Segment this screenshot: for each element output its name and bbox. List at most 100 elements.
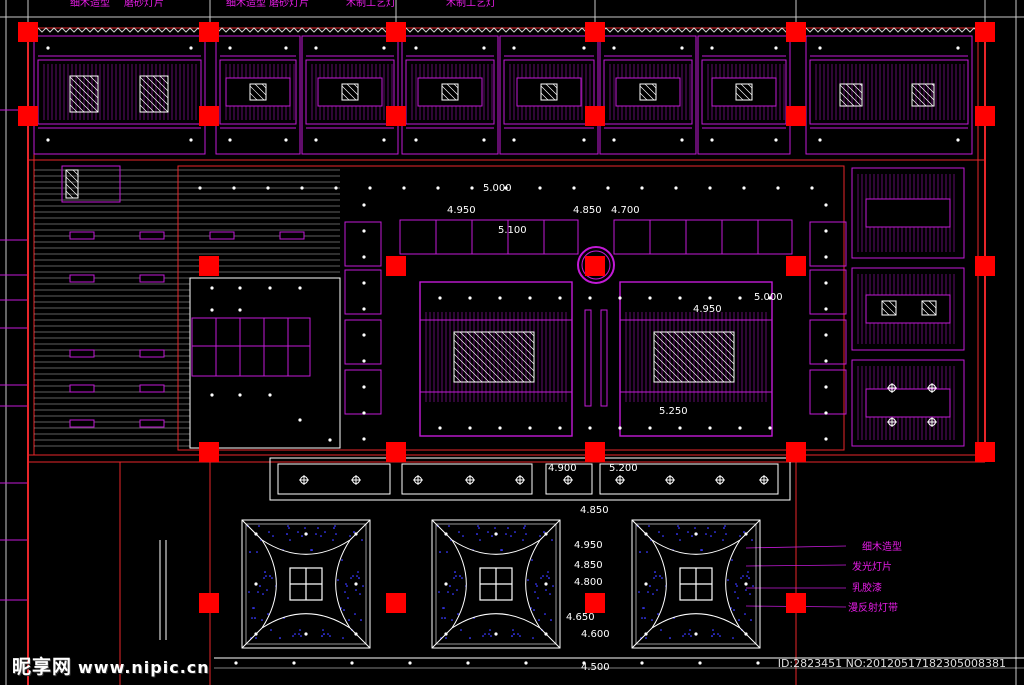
pattern-dot xyxy=(639,551,641,553)
elev-label: 4.950 xyxy=(447,205,476,216)
elev-label: 5.250 xyxy=(659,406,688,417)
lamp-ring xyxy=(928,418,936,426)
downlight xyxy=(468,426,472,430)
side-room-ceiling xyxy=(851,359,965,447)
pattern-dot xyxy=(654,571,656,573)
pattern-dot xyxy=(646,551,648,553)
downlight xyxy=(678,426,682,430)
pattern-dot xyxy=(300,635,302,637)
pattern-dot xyxy=(343,609,345,611)
pattern-dot xyxy=(491,535,493,537)
pattern-dot xyxy=(727,579,729,581)
lamp-ring xyxy=(716,476,724,484)
hatch-line xyxy=(254,83,267,96)
downlight xyxy=(738,296,742,300)
pattern-dot xyxy=(438,591,440,593)
room-panel xyxy=(219,59,297,125)
hatch-line xyxy=(515,331,535,351)
column xyxy=(386,256,406,276)
downlight xyxy=(494,632,498,636)
column xyxy=(786,22,806,42)
side-room-ceiling xyxy=(851,167,965,259)
hatch-line xyxy=(139,76,169,106)
downlight xyxy=(680,46,684,50)
downlight xyxy=(588,426,592,430)
downlight xyxy=(612,138,616,142)
pattern-dot xyxy=(749,593,751,595)
pattern-dot xyxy=(327,633,329,635)
pattern-dot xyxy=(441,617,443,619)
pattern-dot xyxy=(690,635,692,637)
pattern-dot xyxy=(724,525,726,527)
pattern-dot xyxy=(304,527,306,529)
hatch-line xyxy=(888,300,897,309)
pattern-dot xyxy=(248,591,250,593)
hatch-line xyxy=(687,331,735,379)
hatch-line xyxy=(139,83,169,113)
hall-cove-inner xyxy=(419,319,573,393)
downlight xyxy=(544,532,548,536)
column xyxy=(585,256,605,276)
pattern-dot xyxy=(737,597,739,599)
pattern-dot xyxy=(287,525,289,527)
lamp-ring xyxy=(564,476,572,484)
hatch-line xyxy=(529,331,535,337)
downlight xyxy=(824,411,828,415)
hatch-line xyxy=(453,339,497,383)
elev-label: 5.200 xyxy=(609,463,638,474)
dome-corner xyxy=(349,519,371,541)
downlight xyxy=(528,426,532,430)
pattern-dot xyxy=(265,575,267,577)
downlight xyxy=(742,186,746,190)
pattern-dot xyxy=(349,535,351,537)
pattern-dot xyxy=(679,539,681,541)
hatch-line xyxy=(653,367,669,383)
pattern-dot xyxy=(252,607,254,609)
hatch-line xyxy=(89,75,99,85)
column xyxy=(386,22,406,42)
pattern-dot xyxy=(719,635,721,637)
hatch-line xyxy=(341,85,357,101)
pattern-dot xyxy=(355,589,357,591)
pattern-dot xyxy=(656,589,658,591)
downlight xyxy=(46,138,50,142)
pattern-dot xyxy=(659,575,661,577)
dome-corner xyxy=(631,519,653,541)
downlight xyxy=(558,296,562,300)
lamp-frame xyxy=(711,77,777,107)
pattern-dot xyxy=(444,617,446,619)
lamp-ring xyxy=(616,476,624,484)
downlight xyxy=(810,186,814,190)
lamp-ring xyxy=(516,476,524,484)
downlight xyxy=(512,138,516,142)
pattern-dot xyxy=(332,539,334,541)
downlight xyxy=(362,437,366,441)
hatched-panel xyxy=(839,83,863,107)
downlight xyxy=(768,296,772,300)
legend-label-lightstrip: 漫反射灯带 xyxy=(848,602,898,614)
pattern-dot xyxy=(482,635,484,637)
column xyxy=(199,442,219,462)
elev-label: 4.950 xyxy=(693,304,722,315)
pattern-dot xyxy=(301,535,303,537)
hatch-line xyxy=(487,331,535,379)
hatch-line xyxy=(694,331,735,372)
hatch-line xyxy=(715,331,735,351)
downlight xyxy=(818,46,822,50)
hatch-line xyxy=(441,92,450,101)
pattern-dot xyxy=(514,531,516,533)
lamp-ring xyxy=(466,476,474,484)
pattern-dot xyxy=(358,577,360,579)
pattern-dot xyxy=(524,525,526,527)
curtain-line xyxy=(33,27,979,33)
room-panel xyxy=(305,59,395,125)
downlight xyxy=(284,138,288,142)
hatch-line xyxy=(453,360,476,383)
lamp-ring xyxy=(928,384,936,392)
pattern-dot xyxy=(507,527,509,529)
corridor-panel xyxy=(401,463,533,495)
elev-label: 4.900 xyxy=(548,463,577,474)
downlight xyxy=(254,582,258,586)
side-lamp xyxy=(865,388,951,418)
dome-ceiling xyxy=(241,519,371,649)
